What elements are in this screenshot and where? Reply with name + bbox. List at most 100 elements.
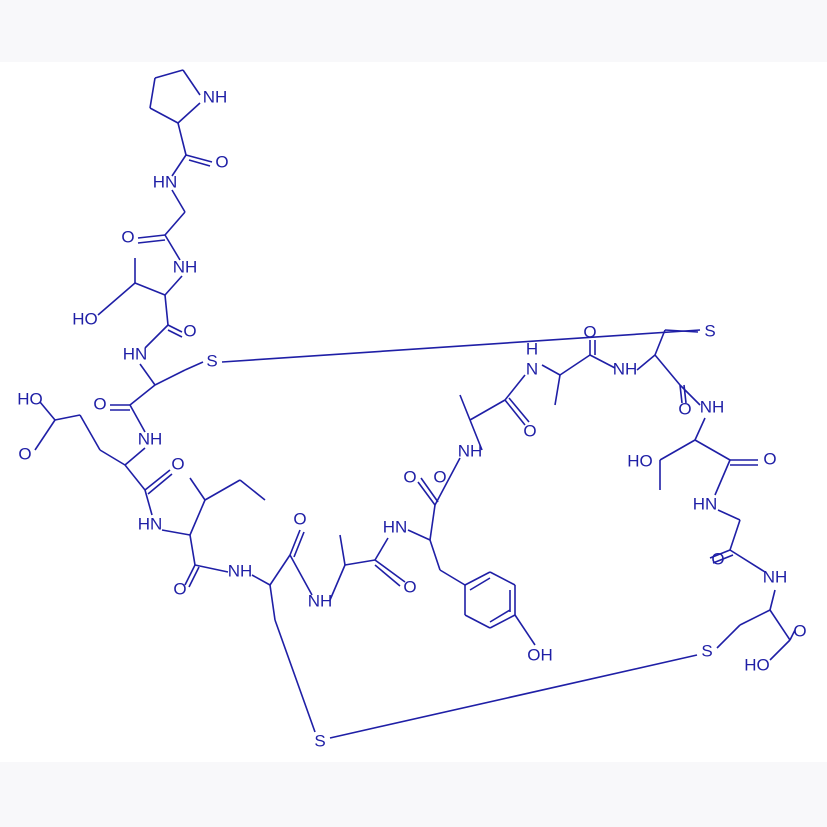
bond: [729, 519, 741, 551]
atom-label-o: O: [433, 467, 446, 486]
bond: [407, 529, 431, 541]
bond: [374, 564, 401, 587]
bond: [374, 537, 389, 561]
bond: [459, 394, 471, 421]
bond: [514, 614, 536, 646]
bond: [189, 477, 206, 501]
bond: [659, 439, 696, 461]
atom-label-nh: NH: [458, 441, 483, 460]
bond: [149, 107, 179, 124]
bond: [154, 69, 184, 79]
bond: [664, 329, 699, 333]
bond: [739, 609, 771, 626]
atom-label-o: O: [173, 579, 186, 598]
atom-label-s: S: [704, 321, 715, 340]
bond: [189, 534, 196, 566]
bond: [97, 282, 136, 316]
bond: [489, 614, 516, 629]
bond: [164, 275, 183, 296]
bond: [79, 414, 101, 451]
bond: [149, 77, 156, 109]
bond: [189, 499, 206, 536]
atom-label-nh: NH: [763, 567, 788, 586]
atom-label-hn: HN: [138, 514, 163, 533]
bond: [789, 629, 796, 641]
bond: [188, 159, 211, 167]
bond: [184, 564, 196, 586]
bond: [177, 122, 187, 156]
bond: [429, 504, 436, 541]
atom-label-nh: NH: [203, 87, 228, 106]
atom-label-h: H: [526, 339, 538, 358]
bond: [683, 384, 687, 404]
atom-label-o: O: [183, 321, 196, 340]
atom-label-o: O: [93, 394, 106, 413]
bond: [439, 569, 466, 586]
bond: [171, 154, 187, 177]
bond: [185, 154, 213, 163]
bond: [434, 457, 461, 506]
bond: [717, 509, 741, 521]
bond: [137, 239, 166, 244]
bond: [469, 577, 491, 591]
bond: [137, 234, 166, 239]
bond: [274, 619, 316, 733]
bond: [144, 469, 171, 491]
bond: [164, 294, 169, 326]
bond: [34, 419, 56, 451]
atom-label-s: S: [701, 641, 712, 660]
bond: [171, 189, 186, 213]
bond: [164, 234, 181, 261]
atom-label-hn: HN: [153, 172, 178, 191]
atom-label-o: O: [171, 454, 184, 473]
bond: [147, 473, 173, 495]
bond: [329, 654, 698, 739]
atom-label-o: O: [121, 227, 134, 246]
bond: [164, 211, 186, 236]
bond: [161, 529, 191, 536]
atom-label-nh: NH: [613, 359, 638, 378]
bond: [541, 364, 561, 376]
atom-label-ho: HO: [72, 309, 98, 328]
bond: [329, 564, 346, 601]
bond: [508, 397, 530, 423]
atom-label-o: O: [403, 467, 416, 486]
bond: [504, 374, 526, 401]
bond: [269, 584, 276, 621]
background-band-top: [0, 0, 827, 62]
bond: [99, 449, 126, 466]
bond: [129, 384, 156, 406]
bond: [654, 354, 681, 386]
background-band-bottom: [0, 762, 827, 827]
atom-label-o: O: [678, 399, 691, 418]
bond: [344, 559, 376, 566]
bond: [464, 571, 491, 586]
bond: [144, 324, 169, 349]
bond: [769, 639, 791, 661]
bond: [188, 566, 200, 588]
bond: [716, 624, 741, 649]
bond: [194, 564, 229, 573]
bond: [204, 479, 241, 501]
bond: [221, 329, 701, 363]
atom-label-s: S: [206, 351, 217, 370]
bond: [712, 554, 734, 564]
atom-label-o: O: [403, 577, 416, 596]
bond: [469, 419, 483, 451]
bond: [417, 481, 436, 506]
atom-label-o: O: [215, 152, 228, 171]
bond: [589, 354, 616, 369]
atom-label-hn: HN: [693, 494, 718, 513]
bond: [293, 531, 305, 558]
bond: [139, 363, 156, 386]
atom-label-n: N: [526, 359, 538, 378]
atom-label-ho: HO: [17, 389, 43, 408]
bond: [124, 464, 146, 491]
bond: [489, 609, 511, 623]
bond: [167, 329, 183, 338]
atom-label-nh: NH: [138, 429, 163, 448]
bond: [54, 414, 81, 421]
bond: [694, 417, 706, 441]
